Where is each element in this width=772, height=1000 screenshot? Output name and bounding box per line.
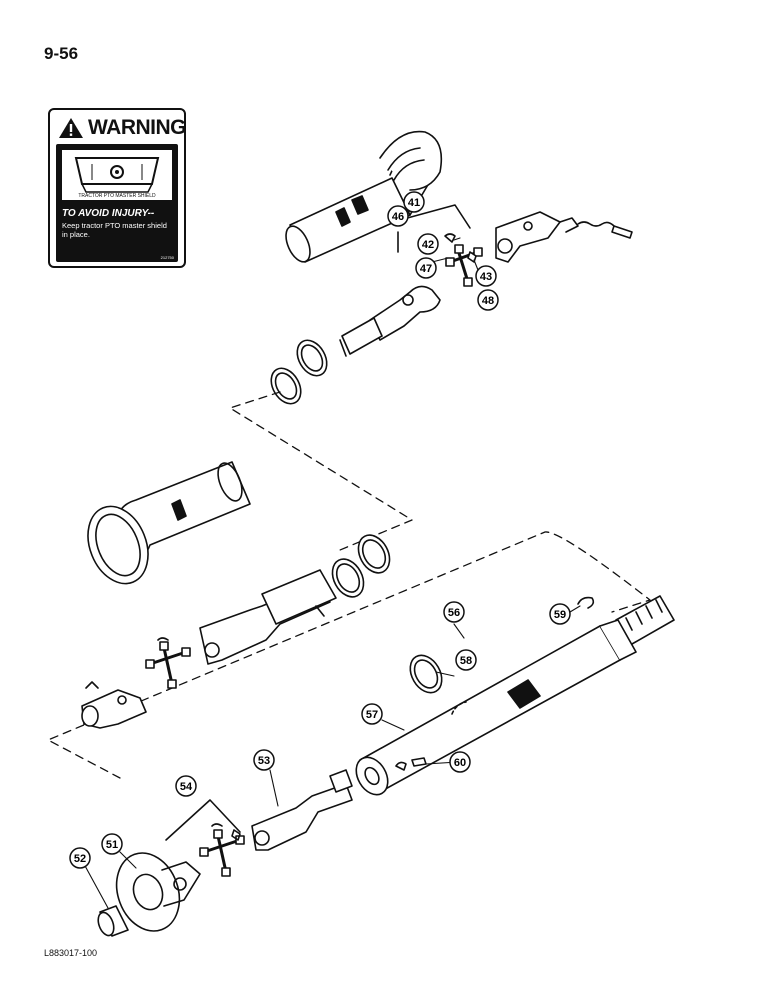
warning-decal: WARNING TRACTOR PTO MASTER SHIELD TO AVO… bbox=[48, 108, 187, 268]
inner-yoke-top bbox=[339, 285, 441, 357]
callout-42-label: 42 bbox=[422, 239, 434, 251]
callout-48-label: 48 bbox=[482, 295, 494, 307]
callout-47: 47 bbox=[415, 257, 437, 279]
yoke-top-right bbox=[495, 211, 633, 263]
yoke-bottom-left bbox=[81, 681, 147, 729]
u-joint-cross-middle bbox=[145, 637, 191, 689]
shaft-tube-56 bbox=[355, 595, 675, 796]
clip-59 bbox=[577, 596, 595, 609]
callout-57: 57 bbox=[361, 703, 383, 725]
callout-58-label: 58 bbox=[460, 655, 472, 667]
document-code: L883017-100 bbox=[44, 948, 98, 958]
ring-58 bbox=[409, 654, 443, 694]
pto-shield-icon bbox=[74, 157, 160, 193]
inner-yoke-middle bbox=[199, 569, 337, 665]
callout-56-label: 56 bbox=[448, 607, 460, 619]
callout-54: 54 bbox=[175, 775, 197, 797]
callout-53: 53 bbox=[253, 749, 275, 771]
outer-shield-tube-top bbox=[285, 130, 443, 263]
pin-60 bbox=[395, 757, 427, 771]
dashed-leader-box bbox=[47, 531, 651, 779]
warning-body: TRACTOR PTO MASTER SHIELD TO AVOID INJUR… bbox=[56, 144, 178, 262]
warning-title: WARNING bbox=[88, 116, 187, 139]
callout-48: 48 bbox=[477, 289, 499, 311]
warning-header: WARNING bbox=[58, 116, 187, 140]
callout-59-label: 59 bbox=[554, 609, 566, 621]
callout-56: 56 bbox=[443, 601, 465, 623]
inner-yoke-53 bbox=[251, 769, 353, 851]
dashed-leader-upper bbox=[229, 391, 413, 551]
callout-46-label: 46 bbox=[392, 211, 404, 223]
callout-58: 58 bbox=[455, 649, 477, 671]
picture-caption: TRACTOR PTO MASTER SHIELD bbox=[78, 193, 156, 199]
bushing-52 bbox=[97, 905, 129, 937]
page-number: 9-56 bbox=[44, 44, 79, 63]
callout-42: 42 bbox=[417, 233, 439, 255]
callout-52: 52 bbox=[69, 847, 91, 869]
callout-41-label: 41 bbox=[408, 197, 420, 209]
bearing-rings-top bbox=[270, 339, 328, 405]
warning-text: Keep tractor PTO master shield in place. bbox=[62, 221, 167, 239]
outer-shield-middle bbox=[87, 461, 251, 585]
callout-54-label: 54 bbox=[180, 781, 193, 793]
callout-43-label: 43 bbox=[480, 271, 492, 283]
callout-43: 43 bbox=[475, 265, 497, 287]
shield-cone-51 bbox=[115, 852, 201, 932]
callout-52-label: 52 bbox=[74, 853, 86, 865]
u-joint-cross-top bbox=[444, 233, 483, 287]
callout-47-label: 47 bbox=[420, 263, 432, 275]
callout-60: 60 bbox=[449, 751, 471, 773]
callout-57-label: 57 bbox=[366, 709, 378, 721]
warning-triangle-icon bbox=[59, 118, 83, 138]
bracket-41 bbox=[399, 204, 471, 229]
warning-heading: TO AVOID INJURY-- bbox=[62, 208, 155, 219]
bracket-54 bbox=[165, 799, 241, 841]
bearing-rings-middle bbox=[331, 534, 391, 598]
callout-59: 59 bbox=[549, 603, 571, 625]
callout-41: 41 bbox=[403, 191, 425, 213]
pto-shield-picture: TRACTOR PTO MASTER SHIELD bbox=[62, 150, 172, 200]
u-joint-cross-54 bbox=[199, 823, 245, 877]
callout-51: 51 bbox=[101, 833, 123, 855]
callout-60-label: 60 bbox=[454, 757, 466, 769]
callout-46: 46 bbox=[387, 205, 409, 227]
warning-code: 212750 bbox=[160, 255, 174, 260]
callout-51-label: 51 bbox=[106, 839, 118, 851]
callout-53-label: 53 bbox=[258, 755, 270, 767]
